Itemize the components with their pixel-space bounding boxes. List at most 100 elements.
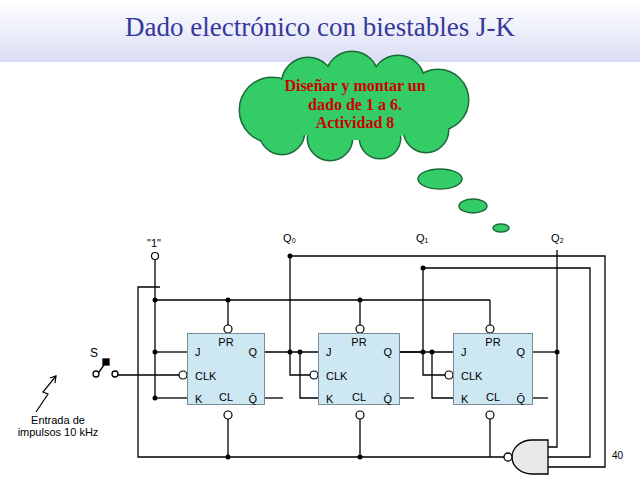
junction-dot xyxy=(153,396,158,401)
switch-symbol xyxy=(99,365,104,372)
wire xyxy=(548,250,557,447)
pin-label: J xyxy=(195,346,201,358)
junction-dot xyxy=(226,455,231,460)
pin-label: PR xyxy=(218,336,233,348)
junction-dot xyxy=(421,266,426,271)
switch-symbol xyxy=(93,371,99,377)
wire xyxy=(155,351,187,352)
switch-symbol xyxy=(112,371,118,377)
pin-label: CLK xyxy=(326,370,347,382)
jk-flip-flop: J PR Q CLK K CL Q̄ xyxy=(318,333,400,405)
pin-label: Q xyxy=(248,346,257,358)
switch-symbol xyxy=(93,359,118,377)
thought-bubble xyxy=(459,199,487,213)
junction-dot xyxy=(153,350,158,355)
wire xyxy=(432,352,453,398)
wire xyxy=(155,397,187,398)
pin-label: K xyxy=(195,393,202,405)
pin-label: K xyxy=(326,393,333,405)
pin-label: CLK xyxy=(195,370,216,382)
input-note: Entrada de impulsos 10 kHz xyxy=(8,414,108,438)
wire xyxy=(118,374,179,375)
wire xyxy=(118,250,605,467)
pin-label: CL xyxy=(219,391,233,403)
wire xyxy=(359,300,360,325)
junction-dot xyxy=(226,298,231,303)
pulse-arrow xyxy=(36,376,56,412)
wire xyxy=(290,256,605,467)
pin-bubble xyxy=(445,371,453,379)
signal-label: Q₂ xyxy=(551,232,564,244)
cloud-outline xyxy=(240,52,468,160)
callout-cloud: Diseñar y montar un dado de 1 a 6. Activ… xyxy=(230,58,480,152)
junction-dot xyxy=(153,254,560,460)
wire xyxy=(423,268,445,375)
pulse-arrow xyxy=(36,376,56,412)
signal-label: Q₁ xyxy=(416,232,428,244)
cloud-outline xyxy=(260,76,450,140)
junction-dot xyxy=(555,350,560,355)
pin-bubble xyxy=(152,253,159,260)
junction-dot xyxy=(288,254,293,259)
pin-bubble xyxy=(486,325,494,333)
page-title: Dado electrónico con biestables J-K xyxy=(0,12,640,43)
wire xyxy=(533,351,557,352)
wire xyxy=(138,287,504,457)
pin-bubble xyxy=(224,325,232,333)
signal-label: "1" xyxy=(147,237,161,249)
pin-bubble xyxy=(356,325,364,333)
pin-bubble xyxy=(486,411,494,419)
pin-label: K xyxy=(461,393,468,405)
nand-gate xyxy=(512,440,548,474)
wire xyxy=(359,419,360,457)
signal-label: Q₀ xyxy=(283,232,296,244)
wire xyxy=(154,260,155,398)
pin-label: CLK xyxy=(461,370,482,382)
junction-dot xyxy=(358,298,363,303)
pin-label: Q xyxy=(516,346,525,358)
pin-label: PR xyxy=(351,336,366,348)
thought-bubble xyxy=(493,224,509,232)
signal-label: S xyxy=(90,347,98,360)
pin-bubble xyxy=(152,253,495,420)
wire xyxy=(533,397,548,398)
wire xyxy=(489,419,490,457)
pin-bubble xyxy=(356,411,364,419)
cloud-outline xyxy=(240,52,468,160)
pin-label: CL xyxy=(486,391,500,403)
callout-text: Diseñar y montar un dado de 1 a 6. Activ… xyxy=(280,77,430,132)
wire-connector xyxy=(265,351,318,352)
nand-gate xyxy=(504,453,512,461)
thought-bubble xyxy=(418,169,509,232)
pin-label: Q xyxy=(383,346,392,358)
wire xyxy=(489,300,490,325)
pin-number: 40 xyxy=(612,450,623,461)
junction-dot xyxy=(358,455,363,460)
pin-label: J xyxy=(461,346,467,358)
pin-label: PR xyxy=(485,336,500,348)
wire xyxy=(400,397,414,398)
pin-label: Q̄ xyxy=(516,393,525,405)
pin-label: Q̄ xyxy=(248,393,257,405)
switch-symbol xyxy=(103,359,109,365)
wire xyxy=(300,352,318,398)
pin-bubble xyxy=(310,371,318,379)
nand-gate xyxy=(504,440,548,474)
wire-connector xyxy=(400,351,453,352)
pulse-arrow xyxy=(50,376,56,383)
pin-bubble xyxy=(179,371,187,379)
pin-label: J xyxy=(326,346,332,358)
junction-dot xyxy=(153,298,158,303)
wire xyxy=(227,419,228,457)
wire xyxy=(155,299,490,300)
pin-label: CL xyxy=(352,391,366,403)
pin-label: Q̄ xyxy=(383,393,392,405)
wire xyxy=(265,397,283,398)
pin-bubble xyxy=(224,411,232,419)
wire xyxy=(227,300,228,325)
jk-flip-flop: J PR Q CLK K CL Q̄ xyxy=(187,333,265,405)
wire xyxy=(423,268,590,457)
thought-bubble xyxy=(418,169,462,189)
jk-flip-flop: J PR Q CLK K CL Q̄ xyxy=(453,333,533,405)
